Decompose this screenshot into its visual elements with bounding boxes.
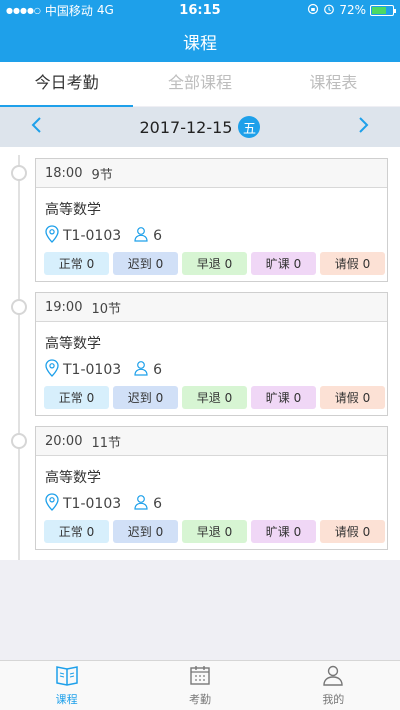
tabbar-label: 我的 <box>322 693 345 706</box>
book-icon <box>55 664 79 689</box>
session-meta: T1-0103 6 <box>45 493 162 515</box>
session-list: 18:00 9节 高等数学 T1-0103 6 正常 0 迟到 0 早退 0 旷… <box>0 147 400 560</box>
student-count: 6 <box>153 228 163 244</box>
current-date: 2017-12-15 <box>139 117 233 137</box>
session-header: 20:00 11节 <box>36 427 387 456</box>
tag-absent[interactable]: 旷课 0 <box>251 386 316 409</box>
session-time: 20:00 <box>45 433 83 449</box>
timeline-dot <box>11 165 27 181</box>
user-icon <box>322 664 344 689</box>
course-name: 高等数学 <box>45 470 101 486</box>
alarm-icon <box>323 3 335 18</box>
nav-bar: 课程 <box>0 20 400 62</box>
tag-late[interactable]: 迟到 0 <box>113 386 178 409</box>
room-number: T1-0103 <box>63 496 122 512</box>
battery-percent: 72% <box>339 3 366 17</box>
battery-fill <box>372 6 387 14</box>
tag-leave[interactable]: 请假 0 <box>320 386 385 409</box>
location-pin-icon <box>45 493 59 515</box>
tag-late[interactable]: 迟到 0 <box>113 520 178 543</box>
chevron-right-icon[interactable] <box>352 115 376 139</box>
course-name: 高等数学 <box>45 202 101 218</box>
timeline-dot <box>11 299 27 315</box>
tag-normal[interactable]: 正常 0 <box>44 520 109 543</box>
date-selector: 2017-12-15 五 <box>0 107 400 147</box>
tag-normal[interactable]: 正常 0 <box>44 386 109 409</box>
chevron-left-icon[interactable] <box>24 115 48 139</box>
tabbar-label: 考勤 <box>188 693 211 706</box>
session-header: 19:00 10节 <box>36 293 387 322</box>
tab-timetable[interactable]: 课程表 <box>309 73 358 92</box>
session-period: 9节 <box>91 167 113 183</box>
bottom-tab-bar: 课程 考勤 我的 <box>0 660 400 710</box>
carrier-name: 中国移动 <box>44 3 93 18</box>
page-title: 课程 <box>183 33 217 54</box>
attendance-tags: 正常 0 迟到 0 早退 0 旷课 0 请假 0 <box>44 520 385 543</box>
session-time: 18:00 <box>45 165 83 181</box>
status-bar: ●●●●○ 中国移动 4G 16:15 72% <box>0 0 400 20</box>
tag-normal[interactable]: 正常 0 <box>44 252 109 275</box>
student-count: 6 <box>153 496 163 512</box>
tab-all-courses[interactable]: 全部课程 <box>167 73 232 92</box>
room-number: T1-0103 <box>63 228 122 244</box>
tag-absent[interactable]: 旷课 0 <box>251 520 316 543</box>
session-period: 10节 <box>91 301 122 317</box>
tag-leave[interactable]: 请假 0 <box>320 252 385 275</box>
session-header: 18:00 9节 <box>36 159 387 188</box>
attendance-tags: 正常 0 迟到 0 早退 0 旷课 0 请假 0 <box>44 252 385 275</box>
timeline-dot <box>11 433 27 449</box>
location-pin-icon <box>45 225 59 247</box>
tabbar-label: 课程 <box>55 693 78 706</box>
tabbar-item-profile[interactable]: 我的 <box>267 661 400 710</box>
location-pin-icon <box>45 359 59 381</box>
signal-strength: ●●●●○ <box>6 5 41 15</box>
session-card[interactable]: 18:00 9节 高等数学 T1-0103 6 正常 0 迟到 0 早退 0 旷… <box>35 158 388 282</box>
person-icon <box>133 360 149 380</box>
tab-today-attendance[interactable]: 今日考勤 <box>0 62 134 108</box>
lock-rotation-icon <box>307 3 319 18</box>
tag-leave[interactable]: 请假 0 <box>320 520 385 543</box>
session-period: 11节 <box>91 435 122 451</box>
weekday-badge: 五 <box>238 116 261 138</box>
tag-absent[interactable]: 旷课 0 <box>251 252 316 275</box>
tag-early-leave[interactable]: 早退 0 <box>182 252 247 275</box>
tabbar-item-attendance[interactable]: 考勤 <box>133 661 266 710</box>
course-name: 高等数学 <box>45 336 101 352</box>
segment-tabs: 今日考勤 全部课程 课程表 <box>0 62 400 108</box>
session-meta: T1-0103 6 <box>45 359 162 381</box>
tabbar-item-courses[interactable]: 课程 <box>0 661 133 710</box>
session-card[interactable]: 20:00 11节 高等数学 T1-0103 6 正常 0 迟到 0 早退 0 … <box>35 426 388 550</box>
tag-late[interactable]: 迟到 0 <box>113 252 178 275</box>
tag-early-leave[interactable]: 早退 0 <box>182 520 247 543</box>
tag-early-leave[interactable]: 早退 0 <box>182 386 247 409</box>
timeline-line <box>18 155 20 560</box>
person-icon <box>133 494 149 514</box>
session-meta: T1-0103 6 <box>45 225 162 247</box>
session-time: 19:00 <box>45 299 83 315</box>
room-number: T1-0103 <box>63 362 122 378</box>
person-icon <box>133 226 149 246</box>
calendar-icon <box>189 664 211 689</box>
session-card[interactable]: 19:00 10节 高等数学 T1-0103 6 正常 0 迟到 0 早退 0 … <box>35 292 388 416</box>
network-type: 4G <box>96 3 114 17</box>
battery-icon <box>370 4 396 16</box>
student-count: 6 <box>153 362 163 378</box>
attendance-tags: 正常 0 迟到 0 早退 0 旷课 0 请假 0 <box>44 386 385 409</box>
